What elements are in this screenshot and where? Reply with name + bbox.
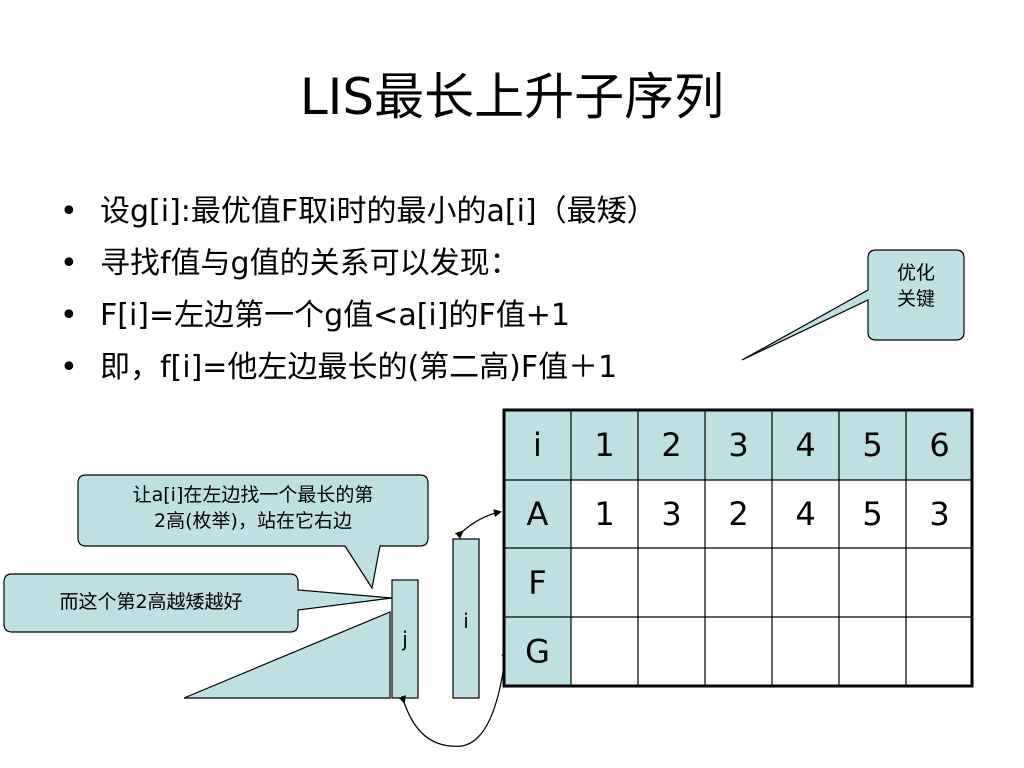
- callout-shorter: 而这个第2高越矮越好: [4, 589, 298, 615]
- lis-table: i 1 2 3 4 5 6A 1 3 2 4 5 3FG: [502, 408, 974, 688]
- callout-shorter-line: 而这个第2高越矮越好: [59, 591, 243, 613]
- bullet-dot: •: [60, 298, 78, 333]
- bullet-item: • 寻找f值与g值的关系可以发现：: [60, 238, 657, 290]
- bullet-dot: •: [60, 246, 78, 281]
- triangle-shape: [183, 611, 391, 699]
- table-cell-r0-c1: 1: [594, 426, 614, 464]
- table-border: [502, 408, 974, 688]
- arrow-bars-to-row-g: [398, 648, 510, 747]
- arrow-bar-to-row-a: [454, 509, 502, 539]
- table-rowhead-fill: [504, 480, 571, 686]
- bullet-item: • 即，f[i]=他左边最长的(第二高)F值＋1: [60, 342, 657, 394]
- bar-i-label: i: [463, 609, 469, 633]
- callout-enumerate-line: 2高(枚举)，站在它右边: [154, 510, 352, 532]
- table-cell-r0-c2: 2: [661, 426, 681, 464]
- callout-enumerate-shape: [77, 474, 429, 590]
- bullet-item: • F[i]=左边第一个g值<a[i]的F值+1: [60, 290, 657, 342]
- table-cell-r1-c6: 3: [929, 495, 949, 533]
- bullet-text: 设g[i]:最优值F取i时的最小的a[i]（最矮）: [100, 194, 657, 229]
- table-cell-r0-c5: 5: [862, 426, 882, 464]
- callout-optimize: 优化 关键: [868, 260, 964, 312]
- bar-j-label: j: [401, 627, 408, 651]
- callout-shorter-shape: [3, 573, 393, 633]
- table-cell-r1-c1: 1: [594, 495, 614, 533]
- callout-optimize-line: 关键: [896, 288, 935, 310]
- slide-title: LIS最长上升子序列: [299, 68, 725, 126]
- callout-enumerate: 让a[i]在左边找一个最长的第 2高(枚举)，站在它右边: [78, 482, 428, 534]
- table-row-label-r3-c0: G: [525, 633, 550, 671]
- table-cell-r0-c6: 6: [929, 426, 949, 464]
- bullet-item: • 设g[i]:最优值F取i时的最小的a[i]（最矮）: [60, 186, 657, 238]
- callout-optimize-shape: [741, 249, 965, 361]
- table-cell-r1-c2: 3: [661, 495, 681, 533]
- bullet-dot: •: [60, 194, 78, 229]
- callout-enumerate-line: 让a[i]在左边找一个最长的第: [132, 484, 374, 506]
- table-cell-r1-c5: 5: [862, 495, 882, 533]
- bullet-text: 即，f[i]=他左边最长的(第二高)F值＋1: [100, 350, 618, 385]
- table-cell-r0-c3: 3: [728, 426, 748, 464]
- table-grid: [504, 410, 972, 686]
- bullet-text: F[i]=左边第一个g值<a[i]的F值+1: [100, 298, 570, 333]
- table-header-fill: [504, 410, 972, 480]
- callout-optimize-line: 优化: [896, 262, 935, 284]
- table-cell-r1-c4: 4: [795, 495, 815, 533]
- table-row-label-r2-c0: F: [528, 564, 546, 602]
- table-row-label-r1-c0: A: [527, 495, 549, 533]
- bullet-list: • 设g[i]:最优值F取i时的最小的a[i]（最矮） • 寻找f值与g值的关系可以…: [60, 186, 657, 394]
- bullet-text: 寻找f值与g值的关系可以发现：: [100, 246, 520, 281]
- table-cell-r0-c4: 4: [795, 426, 815, 464]
- table-cell-r1-c3: 2: [728, 495, 748, 533]
- bullet-dot: •: [60, 350, 78, 385]
- table-row-label-r0-c0: i: [533, 426, 542, 464]
